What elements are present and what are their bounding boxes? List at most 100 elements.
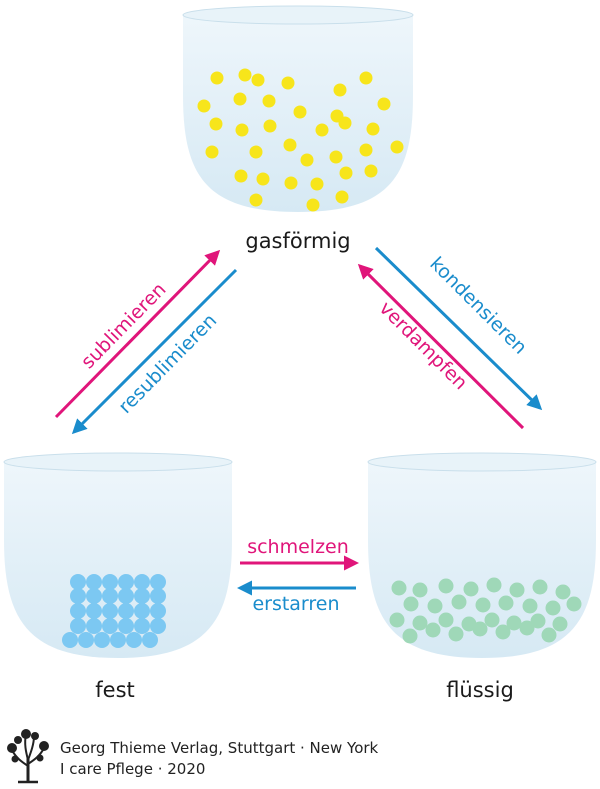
- gas-particle: [293, 105, 307, 119]
- liquid-particle: [427, 598, 443, 614]
- solid-particle: [150, 618, 166, 634]
- beaker-gas: [182, 5, 414, 212]
- liquid-particle: [438, 612, 454, 628]
- beaker-liquid: [367, 452, 597, 658]
- liquid-particle: [486, 577, 502, 593]
- liquid-particle: [522, 598, 538, 614]
- solid-particle: [126, 632, 142, 648]
- gas-particle: [249, 193, 263, 207]
- beaker-liquid-rim: [367, 452, 597, 472]
- state-label-solid: fest: [95, 678, 135, 702]
- liquid-particle: [412, 582, 428, 598]
- liquid-particle: [506, 615, 522, 631]
- gas-particle: [205, 145, 219, 159]
- liquid-particles: [389, 577, 582, 644]
- gas-particle: [238, 68, 252, 82]
- gas-particle: [249, 145, 263, 159]
- liquid-particle: [412, 615, 428, 631]
- gas-particle: [359, 143, 373, 157]
- solid-particle: [102, 603, 118, 619]
- liquid-particle: [472, 621, 488, 637]
- gas-particles: [197, 68, 404, 212]
- gas-particle: [377, 97, 391, 111]
- arrow-kondensieren: [374, 246, 543, 411]
- solid-particle: [142, 632, 158, 648]
- liquid-particle: [566, 596, 582, 612]
- gas-particle: [329, 150, 343, 164]
- solid-particle: [62, 632, 78, 648]
- gas-particle: [235, 123, 249, 137]
- liquid-particle: [530, 613, 546, 629]
- process-label-schmelzen: schmelzen: [247, 536, 349, 558]
- gas-particle: [300, 153, 314, 167]
- arrow-sublimieren: [54, 249, 221, 419]
- gas-particle: [310, 177, 324, 191]
- liquid-particle: [402, 628, 418, 644]
- gas-particle: [262, 94, 276, 108]
- solid-particle: [78, 632, 94, 648]
- liquid-particle: [519, 620, 535, 636]
- gas-particle: [281, 76, 295, 90]
- solid-particle: [134, 588, 150, 604]
- arrow-resublimieren: [71, 268, 238, 435]
- solid-particle: [86, 588, 102, 604]
- beaker-solid-rim: [3, 452, 233, 472]
- liquid-particle: [451, 594, 467, 610]
- solid-particles: [62, 574, 166, 648]
- gas-particle: [366, 122, 380, 136]
- tree-logo-icon: [7, 729, 49, 784]
- solid-particle: [110, 632, 126, 648]
- solid-particle: [86, 618, 102, 634]
- liquid-particle: [463, 581, 479, 597]
- gas-particle: [263, 119, 277, 133]
- gas-particle: [335, 190, 349, 204]
- liquid-particle: [532, 579, 548, 595]
- liquid-particle: [495, 624, 511, 640]
- gas-particle: [284, 176, 298, 190]
- solid-particle: [150, 603, 166, 619]
- liquid-particle: [484, 612, 500, 628]
- solid-particle: [134, 618, 150, 634]
- solid-particle: [150, 588, 166, 604]
- solid-particle: [70, 603, 86, 619]
- liquid-particle: [552, 616, 568, 632]
- liquid-particle: [475, 597, 491, 613]
- solid-particle: [102, 588, 118, 604]
- liquid-particle: [545, 600, 561, 616]
- solid-particle: [102, 618, 118, 634]
- solid-particle: [102, 574, 118, 590]
- solid-particle: [86, 603, 102, 619]
- gas-particle: [306, 198, 320, 212]
- liquid-particle: [555, 584, 571, 600]
- arrow-verdampfen: [357, 263, 525, 430]
- gas-particle: [283, 138, 297, 152]
- solid-particle: [86, 574, 102, 590]
- process-label-kondensieren: kondensieren: [425, 253, 531, 359]
- solid-particle: [118, 618, 134, 634]
- gas-particle: [359, 71, 373, 85]
- solid-particle: [70, 618, 86, 634]
- solid-particle: [150, 574, 166, 590]
- gas-particle: [333, 83, 347, 97]
- beaker-gas-rim: [182, 5, 414, 25]
- liquid-particle: [425, 622, 441, 638]
- footer-publisher: Georg Thieme Verlag, Stuttgart · New Yor…: [60, 739, 379, 757]
- gas-particle: [210, 71, 224, 85]
- process-label-verdampfen: verdampfen: [375, 297, 472, 394]
- solid-particle: [94, 632, 110, 648]
- gas-particle: [197, 99, 211, 113]
- state-label-liquid: flüssig: [446, 678, 514, 702]
- liquid-particle: [438, 578, 454, 594]
- liquid-particle: [403, 596, 419, 612]
- solid-particle: [118, 588, 134, 604]
- gas-particle: [390, 140, 404, 154]
- footer-series: I care Pflege · 2020: [60, 760, 206, 778]
- liquid-particle: [541, 627, 557, 643]
- beaker-solid-body: [4, 462, 232, 658]
- solid-particle: [70, 574, 86, 590]
- solid-particle: [118, 574, 134, 590]
- solid-particle: [70, 588, 86, 604]
- liquid-particle: [509, 582, 525, 598]
- gas-particle: [234, 169, 248, 183]
